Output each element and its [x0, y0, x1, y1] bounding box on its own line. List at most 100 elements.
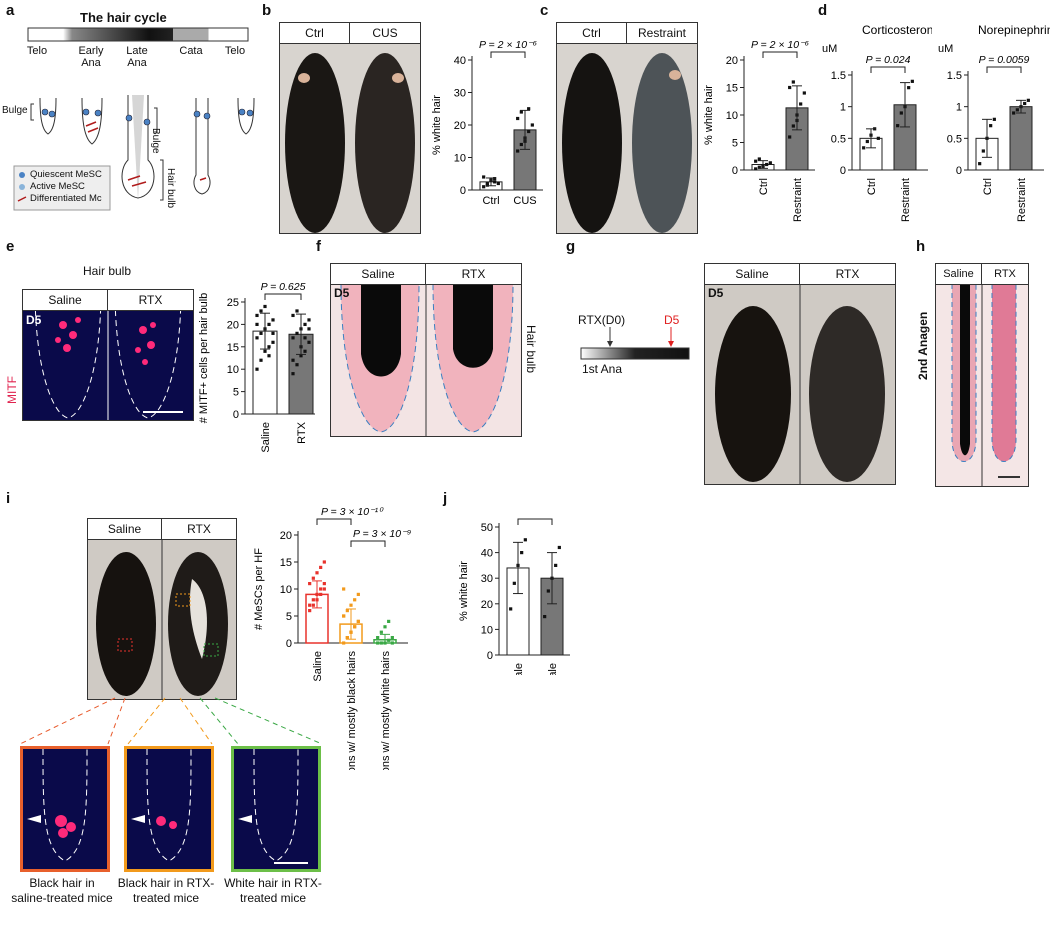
data-point — [263, 304, 267, 309]
data-point — [496, 181, 500, 186]
data-point — [259, 358, 263, 362]
data-point — [319, 565, 323, 569]
g-arrows — [607, 327, 674, 347]
data-point — [910, 79, 914, 83]
data-point — [295, 363, 299, 367]
panel-label-g: g — [566, 238, 576, 255]
y-tick-label: 5 — [732, 138, 738, 150]
y-tick-label: 40 — [454, 55, 466, 67]
data-point — [519, 110, 523, 114]
data-point — [527, 129, 531, 134]
data-point — [485, 181, 489, 186]
data-point — [383, 625, 387, 629]
data-point — [520, 551, 524, 555]
panel-label-b: b — [262, 2, 272, 19]
data-point — [557, 545, 561, 550]
data-point — [981, 149, 985, 153]
p-value: P = 3 × 10⁻¹⁰ — [321, 506, 384, 518]
photo-c — [556, 22, 698, 234]
data-point — [291, 336, 295, 340]
panel-label-f: f — [316, 238, 321, 255]
data-point — [543, 615, 547, 619]
x-tick-label: Regions w/ mostly white hairs — [380, 651, 392, 770]
data-point — [271, 318, 275, 322]
data-point — [799, 102, 803, 106]
data-point — [390, 641, 394, 645]
data-point — [263, 349, 267, 353]
y-tick-label: 10 — [481, 624, 493, 636]
photo-h — [935, 263, 1029, 487]
data-point — [992, 117, 996, 121]
data-point — [390, 636, 394, 640]
data-point — [546, 589, 550, 593]
significance-bracket — [517, 518, 553, 525]
data-point — [482, 175, 486, 179]
data-point — [791, 124, 795, 128]
data-point — [291, 313, 295, 318]
x-tick-label: Ctrl — [866, 178, 878, 195]
data-point — [754, 167, 758, 171]
data-point — [311, 576, 315, 580]
data-point — [307, 327, 311, 331]
b-cus-header: CUS — [349, 22, 421, 44]
data-point — [315, 571, 319, 575]
legend-differentiated: Differentiated Mc — [30, 193, 102, 204]
data-point — [387, 619, 391, 623]
i-saline-header: Saline — [87, 518, 162, 540]
significance-bracket — [316, 518, 352, 525]
data-point — [255, 367, 259, 371]
p-value: P = 0.0059 — [979, 54, 1030, 66]
f-hair-bulb-label: Hair bulb — [524, 325, 538, 374]
significance-bracket — [264, 293, 302, 300]
c-ctrl-header: Ctrl — [556, 22, 627, 44]
y-tick-label: 15 — [280, 557, 292, 569]
data-point — [989, 124, 993, 128]
p-value: P = 0.514 — [513, 515, 558, 518]
data-point — [319, 592, 323, 596]
panel-label-a: a — [6, 2, 15, 19]
photo-b — [279, 22, 421, 234]
data-point — [271, 331, 275, 335]
data-point — [322, 560, 326, 564]
caption-rtx-black: Black hair in RTX-treated mice — [117, 876, 215, 905]
data-point — [342, 614, 346, 618]
y-tick-label: 15 — [227, 342, 239, 354]
p-value: P = 2 × 10⁻⁶ — [751, 39, 810, 51]
data-point — [295, 309, 299, 313]
photo-g — [704, 263, 896, 485]
x-tick-label: Regions w/ mostly black hairs — [346, 651, 358, 770]
y-tick-label: 0.5 — [947, 133, 962, 145]
data-point — [311, 603, 315, 607]
data-point — [1023, 101, 1027, 106]
y-tick-label: 0 — [233, 409, 239, 421]
b-ctrl-header: Ctrl — [279, 22, 350, 44]
data-point — [554, 563, 558, 567]
data-point — [791, 80, 795, 84]
data-point — [356, 619, 360, 623]
data-point — [267, 322, 271, 326]
panel-label-d: d — [818, 2, 828, 19]
x-tick-label: Ctrl — [758, 178, 770, 195]
x-tick-label: CUS — [513, 195, 536, 207]
y-tick-label: 20 — [227, 319, 239, 331]
significance-bracket — [986, 66, 1022, 73]
p-value: P = 3 × 10⁻⁹ — [353, 528, 412, 540]
significance-bracket — [762, 51, 798, 58]
g-first-ana: 1st Ana — [582, 362, 623, 376]
x-tick-label: Restraint — [1016, 178, 1028, 222]
photo-e — [22, 289, 194, 421]
g-timeline — [580, 347, 690, 360]
x-tick-label: Ctrl — [482, 195, 499, 207]
y-tick-label: 0 — [840, 165, 846, 177]
y-tick-label: 0 — [286, 638, 292, 650]
x-tick-label: Male — [547, 663, 559, 675]
data-point — [493, 177, 497, 181]
chart-title: Norepinephrine — [978, 23, 1050, 37]
f-rtx-header: RTX — [425, 263, 522, 285]
phase-telo-2: Telo — [224, 45, 246, 57]
data-point — [307, 318, 311, 322]
